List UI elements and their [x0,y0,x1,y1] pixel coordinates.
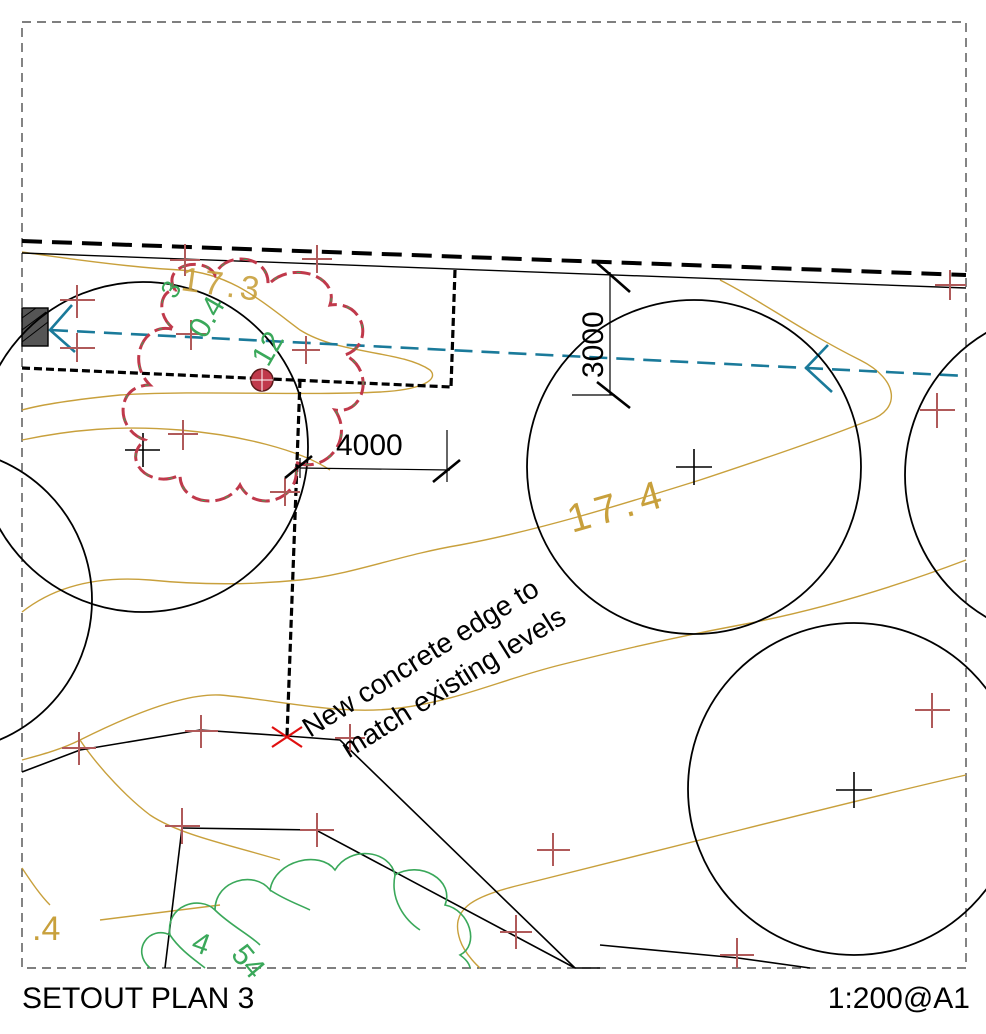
contour-lines [21,251,967,969]
planting-cloud-upper [121,257,365,503]
planting-cloud-lower [140,852,472,969]
planting-label-lower-b: 54 [225,938,272,985]
contour-label-bottom: .4 [32,910,60,948]
drawing-scale: 1:200@A1 [827,982,970,1015]
survey-marks [60,244,966,968]
drawing-title: SETOUT PLAN 3 [22,982,255,1015]
tree-marker [250,368,274,392]
service-line [48,304,967,393]
annotation-text: New concrete edge to match existing leve… [297,572,571,763]
planting-label-lower-a: 4 [188,926,215,963]
dimension-vertical [572,262,631,410]
contour-label-main: 17.4 [562,471,672,541]
dimension-horizontal [284,430,461,484]
hatched-structure [21,307,49,347]
viewport-frame [21,21,967,969]
dimension-horizontal-label: 4000 [336,429,403,462]
setout-point-marker [271,726,303,748]
dimension-vertical-label: 3000 [577,311,610,378]
tree-canopies [0,281,986,956]
planting-label-upper-b: 12 [245,326,290,371]
